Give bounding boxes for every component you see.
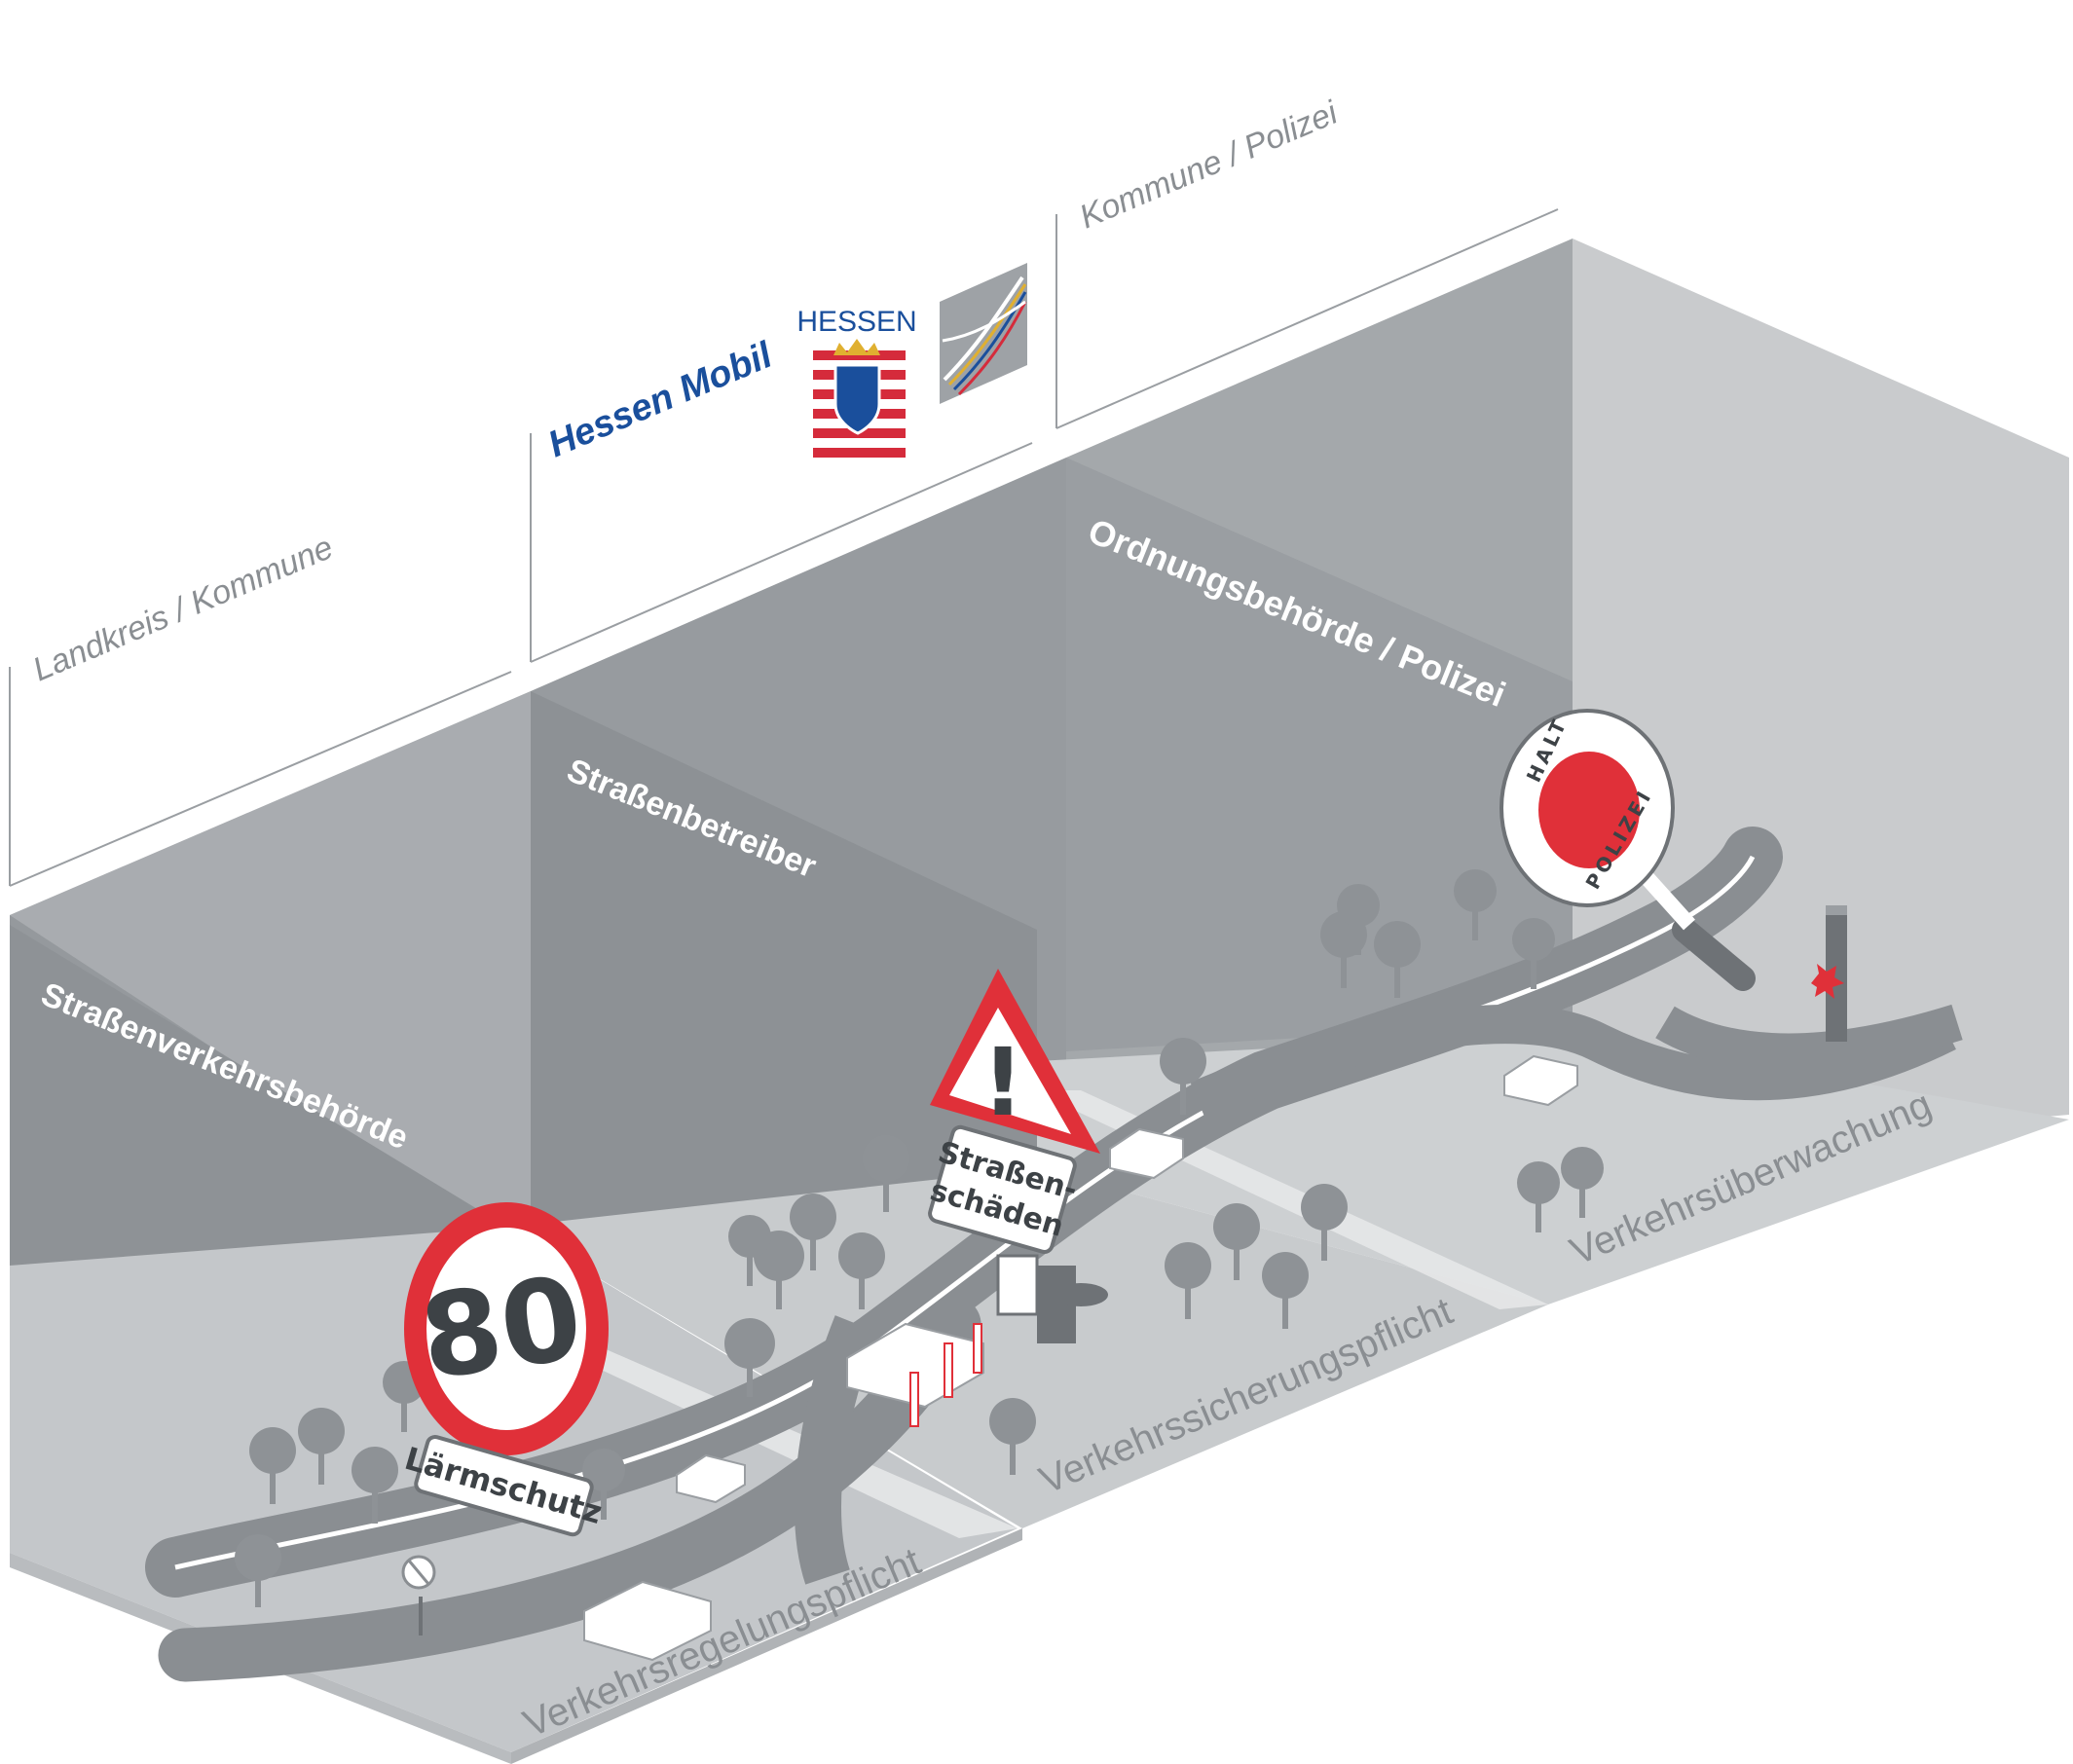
flash-icon bbox=[1811, 964, 1844, 999]
header-left: Landkreis / Kommune bbox=[27, 529, 338, 688]
construction-trailer bbox=[996, 1254, 1108, 1343]
road-right-end bbox=[1655, 1004, 1963, 1071]
police-car bbox=[1503, 1054, 1578, 1107]
trees bbox=[235, 869, 1604, 1607]
warning-symbol: ! bbox=[981, 1028, 1024, 1137]
back-wall-far-right bbox=[1573, 239, 2069, 1158]
police-halt-paddle: HALT POLIZEI bbox=[1499, 709, 1756, 991]
construction-bollards bbox=[909, 1323, 982, 1427]
speed-limit-value: 80 bbox=[413, 1250, 590, 1406]
wall-strassenbetreiber bbox=[531, 691, 1037, 1275]
crown-icon bbox=[833, 339, 880, 355]
wall-ordnungsbehoerde bbox=[1066, 458, 1573, 1051]
header-right: Kommune / Polizei bbox=[1074, 93, 1344, 236]
car-1 bbox=[676, 1453, 746, 1504]
coat-of-arms-shield-icon bbox=[833, 363, 881, 435]
car-2 bbox=[1109, 1127, 1184, 1180]
floor-seam-1 bbox=[545, 1343, 1018, 1538]
road-branch-lower bbox=[795, 1315, 879, 1585]
header-middle: Hessen Mobil bbox=[542, 334, 779, 465]
floor-front-edge-middle bbox=[511, 1528, 1022, 1764]
hessen-logo: HESSEN bbox=[796, 306, 917, 459]
hessen-mobil-road-logo bbox=[940, 263, 1027, 404]
header-dividers bbox=[9, 208, 1559, 887]
road-right-curve bbox=[1190, 1005, 1956, 1119]
speed-limit-sign: 80 Lärmschutz bbox=[401, 1202, 609, 1537]
truck-1 bbox=[583, 1580, 712, 1662]
speed-camera-post bbox=[1811, 905, 1847, 1042]
end-restriction-sign bbox=[401, 1555, 436, 1635]
hessen-logo-text: HESSEN bbox=[796, 306, 916, 338]
